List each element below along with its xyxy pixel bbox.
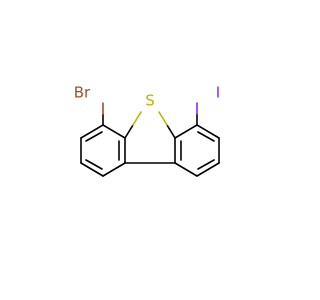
bond-c6-c5a — [174, 124, 198, 139]
bond-c3-c4 — [80, 124, 104, 139]
iodine-atom-label: I — [216, 84, 220, 102]
molecule-structure: S Br I — [74, 84, 220, 177]
bond-c7-c6 — [196, 124, 220, 139]
left-benzene-ring — [80, 124, 126, 177]
bond-c4a-s-carbon — [124, 124, 134, 139]
bond-c1-c2 — [80, 162, 104, 177]
bond-c7-c6-inner — [197, 131, 215, 142]
bond-c1-c2-inner — [85, 159, 103, 170]
bond-c5a-s-carbon — [166, 124, 176, 139]
bond-c3-c4-inner — [85, 131, 103, 142]
right-benzene-ring — [174, 124, 220, 177]
bromine-atom-label: Br — [74, 84, 91, 102]
sulfur-atom-label: S — [145, 92, 155, 110]
bond-c9a-c9 — [174, 162, 198, 177]
bond-c5a-s-sulfur — [158, 111, 168, 126]
bond-c4a-s-sulfur — [132, 111, 142, 126]
substituent-bonds — [102, 102, 198, 126]
bond-c9-c8-inner — [197, 159, 215, 170]
bond-c4-c4a — [102, 124, 126, 139]
bond-c9-c8 — [196, 162, 220, 177]
thiophene-ring — [124, 111, 176, 164]
bond-c9b-c1 — [102, 162, 126, 177]
